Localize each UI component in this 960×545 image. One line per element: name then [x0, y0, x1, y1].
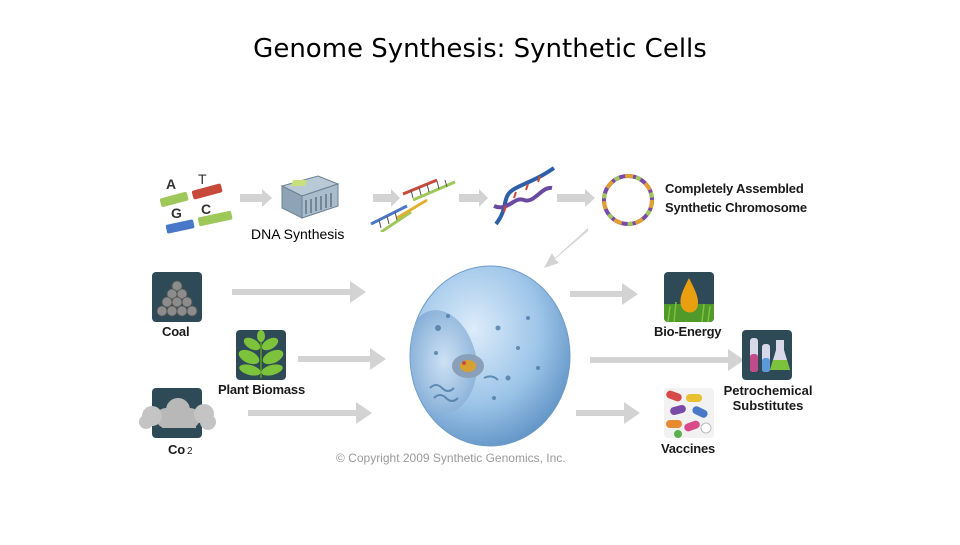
chromosome-label-line1: Completely Assembled	[665, 181, 804, 196]
petrochemical-label: Petrochemical Substitutes	[722, 383, 814, 413]
petrochemical-icon	[742, 330, 792, 380]
petrochemical-label-line1: Petrochemical	[722, 383, 814, 398]
vaccines-icon	[664, 388, 714, 438]
coal-label: Coal	[162, 324, 189, 339]
copyright-text: © Copyright 2009 Synthetic Genomics, Inc…	[336, 451, 566, 465]
plant-biomass-icon	[236, 330, 286, 380]
dna-helix-icon	[490, 166, 558, 228]
coal-icon	[152, 272, 202, 322]
co2-cloud-overflow	[138, 392, 218, 436]
nucleotide-c: C	[201, 201, 211, 217]
nucleotide-g: G	[171, 205, 182, 221]
co2-subscript: 2	[187, 446, 192, 457]
co2-label-text: Co	[168, 442, 185, 457]
oligonucleotides-icon	[367, 170, 459, 232]
synthetic-cell-illustration	[398, 258, 576, 450]
dna-synthesis-label: DNA Synthesis	[251, 226, 344, 242]
bio-energy-label: Bio-Energy	[654, 324, 721, 339]
vaccines-label: Vaccines	[661, 441, 715, 456]
nucleotide-t: T	[198, 171, 207, 187]
page-title: Genome Synthesis: Synthetic Cells	[0, 34, 960, 64]
nucleotide-a: A	[166, 176, 176, 192]
chromosome-label-line2: Synthetic Chromosome	[665, 200, 807, 215]
dna-synthesizer-icon	[278, 172, 340, 220]
bio-energy-icon	[664, 272, 714, 322]
plant-biomass-label: Plant Biomass	[218, 382, 305, 397]
petrochemical-label-line2: Substitutes	[722, 398, 814, 413]
synthetic-chromosome-icon	[599, 172, 657, 228]
